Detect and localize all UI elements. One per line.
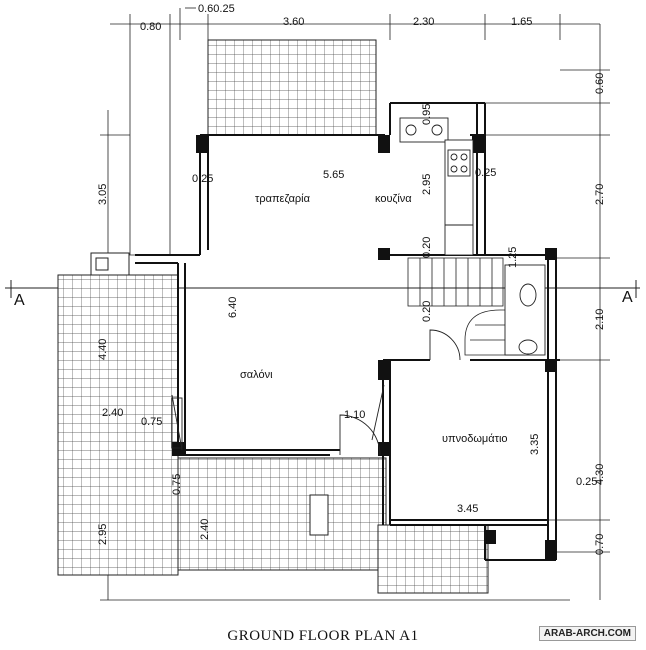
toilet <box>519 283 537 307</box>
site-watermark: ARAB-ARCH.COM <box>538 626 636 641</box>
dim-right-270: 2.70 <box>594 184 606 205</box>
floor-plan-drawing: 0.80 0.60.25 3.60 2.30 1.65 0.60 2.70 2.… <box>5 3 640 601</box>
dim-240-b: 2.40 <box>199 519 211 540</box>
dim-240-a: 2.40 <box>102 407 123 419</box>
dim-top-060-025: 0.60.25 <box>198 3 235 15</box>
room-label-dining: τραπεζαρία <box>255 193 311 205</box>
dim-025-b: 0.25 <box>475 167 496 179</box>
dim-095: 0.95 <box>421 104 433 125</box>
section-marker-right: A <box>622 289 633 306</box>
dim-075-b: 0.75 <box>171 474 183 495</box>
room-label-living: σαλόνι <box>240 369 273 381</box>
room-label-kitchen: κουζίνα <box>375 193 412 205</box>
dim-025-a: 0.25 <box>192 173 213 185</box>
dim-020-a: 0.20 <box>421 301 433 322</box>
dim-345: 3.45 <box>457 503 478 515</box>
dim-right-430: 4.30 <box>594 464 606 485</box>
front-terrace-step <box>177 457 387 571</box>
dim-110: 1.10 <box>344 409 365 421</box>
washbasin <box>518 339 538 355</box>
dim-right-210: 2.10 <box>594 309 606 330</box>
dimension-labels: 0.80 0.60.25 3.60 2.30 1.65 0.60 2.70 2.… <box>97 3 606 555</box>
dim-right-070: 0.70 <box>594 534 606 555</box>
step-block <box>309 494 329 536</box>
dim-left-295: 2.95 <box>97 524 109 545</box>
dim-right-025: 0.25 <box>576 476 597 488</box>
cooktop <box>447 149 471 177</box>
dim-335: 3.35 <box>529 434 541 455</box>
front-terrace <box>57 274 179 576</box>
drawing-title: GROUND FLOOR PLAN A1 <box>227 628 419 644</box>
dim-left-305: 3.05 <box>97 184 109 205</box>
dim-075-a: 0.75 <box>141 416 162 428</box>
dim-295: 2.95 <box>421 174 433 195</box>
dim-top-230: 2.30 <box>413 16 434 28</box>
dim-020-b: 0.20 <box>421 237 433 258</box>
dim-right-060: 0.60 <box>594 73 606 94</box>
rear-terrace <box>207 39 377 136</box>
dim-top-080: 0.80 <box>140 21 161 33</box>
entrance-terrace <box>377 524 489 594</box>
dim-640: 6.40 <box>227 297 239 318</box>
dim-565: 5.65 <box>323 169 344 181</box>
dim-top-165: 1.65 <box>511 16 532 28</box>
dim-left-440: 4.40 <box>97 339 109 360</box>
room-labels: τραπεζαρία κουζίνα σαλόνι υπνοδωμάτιο <box>240 193 508 445</box>
wc-fixtures <box>504 264 546 356</box>
room-label-bedroom: υπνοδωμάτιο <box>442 433 508 445</box>
doors <box>171 329 461 456</box>
kitchen-fixtures <box>399 117 474 256</box>
top-dimension-lines <box>110 7 600 255</box>
section-marker-left: A <box>14 292 25 309</box>
terrace-tiles <box>57 39 489 594</box>
dim-125: 1.25 <box>507 247 519 268</box>
right-dimension-lines <box>485 24 610 600</box>
dim-top-360: 3.60 <box>283 16 304 28</box>
